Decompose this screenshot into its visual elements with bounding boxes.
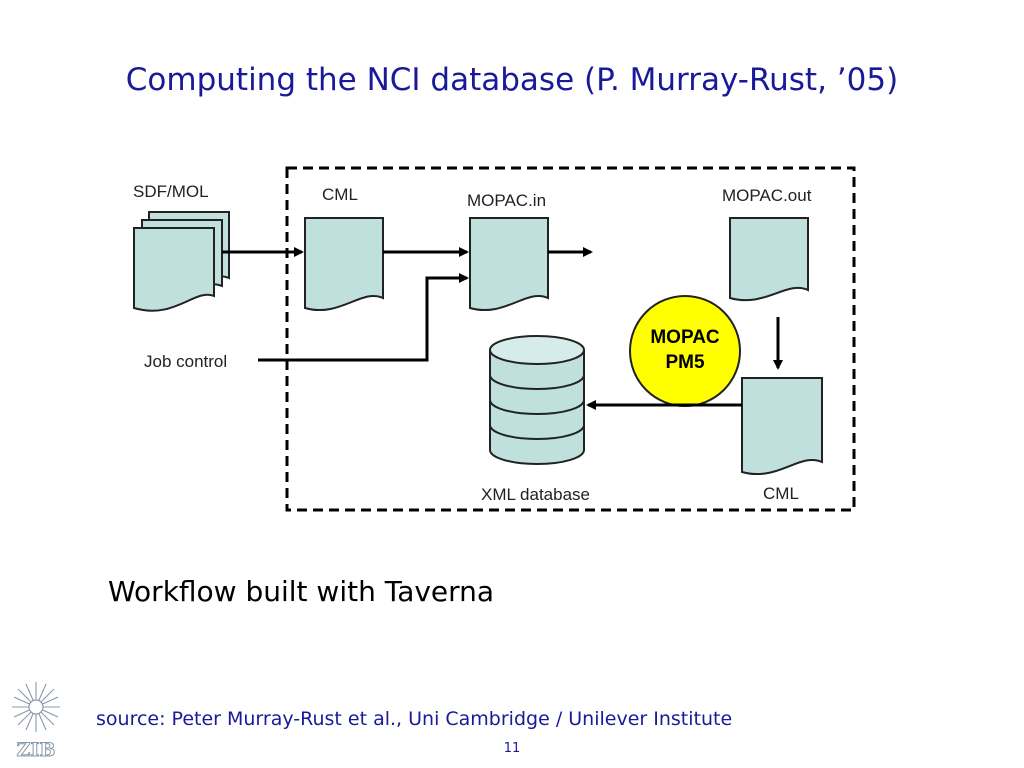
cml-output-document — [741, 377, 823, 475]
source-credit: source: Peter Murray-Rust et al., Uni Ca… — [96, 708, 733, 730]
workflow-boundary — [285, 166, 856, 512]
slide-caption: Workflow built with Taverna — [108, 575, 495, 608]
sdf-mol-label: SDF/MOL — [133, 182, 209, 201]
cml-input-label: CML — [322, 185, 358, 204]
cml-output-label: CML — [763, 484, 799, 503]
mopac-out-label: MOPAC.out — [722, 186, 812, 205]
mopac-engine-label-line2: PM5 — [665, 352, 705, 373]
mopac-in-document — [469, 217, 549, 311]
mopac-engine-label-line1: MOPAC — [650, 327, 720, 348]
page-number: 11 — [503, 741, 521, 756]
xml-database-cylinder — [489, 335, 585, 465]
mopac-in-label: MOPAC.in — [467, 191, 546, 210]
slide-title: Computing the NCI database (P. Murray-Ru… — [125, 62, 899, 98]
zib-logo-text: ZIB — [17, 739, 56, 760]
cml-input-document — [304, 217, 384, 311]
mopac-out-document — [729, 217, 809, 302]
xml-database-label: XML database — [481, 485, 590, 504]
arrow-job-control-to-mopac-in — [258, 273, 469, 362]
job-control-label: Job control — [144, 352, 227, 371]
mopac-pm5-engine — [629, 295, 741, 407]
zib-logo: ZIB — [12, 682, 60, 760]
sdf-mol-documents — [133, 211, 230, 312]
